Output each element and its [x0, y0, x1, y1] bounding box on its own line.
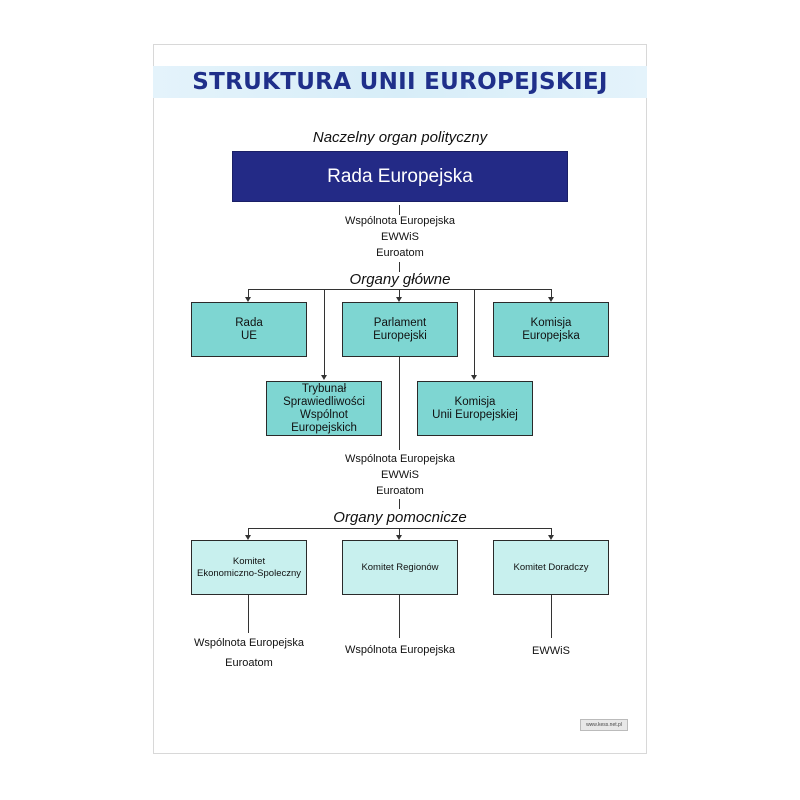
watermark-logo: www.kess.net.pl	[580, 719, 628, 731]
aux-note-3: EWWiS	[471, 643, 631, 659]
aux-arrow-3	[548, 535, 554, 540]
parlament-line-2: Europejski	[373, 329, 427, 342]
aux-down-3	[551, 595, 552, 638]
komisja-ue-box: Komisja Unii Europejskiej	[417, 381, 533, 436]
trybunal-line-3: Wspólnot	[300, 408, 348, 421]
under-parliament-line-3: Euroatom	[376, 485, 424, 497]
connector-parliament-b	[399, 499, 400, 509]
main-arrow-2	[396, 297, 402, 302]
main-arrow-4	[321, 375, 327, 380]
komisja-ue-line-2: Unii Europejskiej	[432, 408, 518, 421]
page-title: STRUKTURA UNII EUROPEJSKIEJ	[192, 69, 608, 95]
connector-parliament	[399, 357, 400, 450]
main-drop-3	[551, 289, 552, 297]
komisja-europejska-line-2: Europejska	[522, 329, 580, 342]
komisja-europejska-line-1: Komisja	[530, 316, 572, 329]
aux-note-1-line-2: Euroatom	[225, 657, 273, 669]
komitet-ekonomiczny-line-1: Komitet	[232, 555, 266, 567]
rada-ue-line-2: UE	[241, 329, 257, 342]
komitet-doradczy-line-1: Komitet Doradczy	[513, 561, 589, 573]
aux-down-1	[248, 595, 249, 633]
main-drop-1	[248, 289, 249, 297]
title-banner	[153, 66, 647, 98]
trybunal-line-1: Trybunał	[301, 382, 347, 395]
main-organs-caption: Organy główne	[349, 271, 451, 288]
komisja-europejska-box: Komisja Europejska	[493, 302, 609, 357]
parlament-line-1: Parlament	[373, 316, 427, 329]
aux-note-2: Wspólnota Europejska	[320, 642, 480, 658]
aux-note-1-line-1: Wspólnota Europejska	[193, 637, 305, 649]
under-parliament-text: Wspólnota Europejska EWWiS Euroatom	[300, 451, 500, 499]
aux-note-1: Wspólnota Europejska Euroatom	[169, 633, 329, 673]
aux-down-2	[399, 595, 400, 638]
trybunal-box: Trybunał Sprawiedliwości Wspólnot Europe…	[266, 381, 382, 436]
under-parliament-line-1: Wspólnota Europejska	[344, 453, 456, 465]
aux-drop-3	[551, 528, 552, 535]
under-parliament-line-2: EWWiS	[381, 469, 419, 481]
komisja-ue-line-1: Komisja	[454, 395, 496, 408]
main-arrow-1	[245, 297, 251, 302]
under-top-line-3: Euroatom	[376, 247, 424, 259]
komitet-regionow-line-1: Komitet Regionów	[361, 561, 439, 573]
main-drop-4	[324, 289, 325, 375]
top-caption: Naczelny organ polityczny	[312, 129, 488, 146]
parlament-box: Parlament Europejski	[342, 302, 458, 357]
aux-arrow-2	[396, 535, 402, 540]
main-drop-2	[399, 289, 400, 297]
trybunal-line-4: Europejskich	[291, 421, 357, 434]
aux-arrow-1	[245, 535, 251, 540]
aux-note-2-line-1: Wspólnota Europejska	[344, 644, 456, 656]
main-drop-5	[474, 289, 475, 375]
aux-drop-2	[399, 528, 400, 535]
komitet-ekonomiczny-line-2: Ekonomiczno-Spoleczny	[196, 567, 302, 579]
aux-drop-1	[248, 528, 249, 535]
connector-top-a	[399, 205, 400, 215]
rada-ue-box: Rada UE	[191, 302, 307, 357]
aux-organs-caption: Organy pomocnicze	[333, 509, 467, 526]
komitet-ekonomiczny-box: Komitet Ekonomiczno-Spoleczny	[191, 540, 307, 595]
rada-ue-line-1: Rada	[235, 316, 263, 329]
main-arrow-3	[548, 297, 554, 302]
under-top-line-2: EWWiS	[381, 231, 419, 243]
under-top-line-1: Wspólnota Europejska	[344, 215, 456, 227]
connector-top-b	[399, 262, 400, 272]
rada-europejska-box: Rada Europejska	[232, 151, 568, 202]
komitet-regionow-box: Komitet Regionów	[342, 540, 458, 595]
rada-europejska-label: Rada Europejska	[327, 165, 473, 187]
main-arrow-5	[471, 375, 477, 380]
komitet-doradczy-box: Komitet Doradczy	[493, 540, 609, 595]
under-top-text: Wspólnota Europejska EWWiS Euroatom	[300, 213, 500, 261]
aux-note-3-line-1: EWWiS	[532, 645, 570, 657]
trybunal-line-2: Sprawiedliwości	[283, 395, 365, 408]
